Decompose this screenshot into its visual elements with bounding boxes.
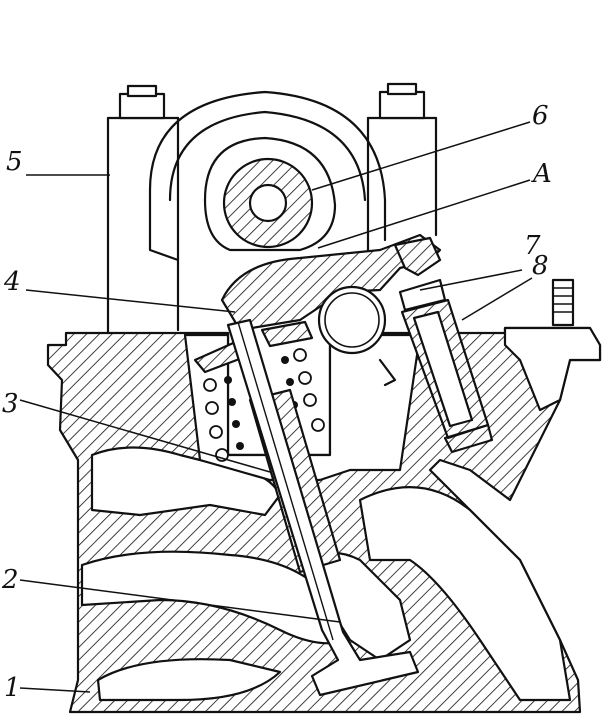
label-A: A (531, 159, 552, 189)
valve (226, 318, 420, 697)
label-5: 5 (6, 147, 23, 177)
leader-lines (19, 121, 533, 693)
label-7: 7 (524, 231, 541, 261)
label-4: 4 (3, 267, 21, 297)
label-3: 3 (2, 389, 19, 419)
oil-gallery-tube (317, 285, 397, 387)
label-6: 6 (532, 101, 549, 131)
stud (551, 278, 575, 327)
camshaft (203, 136, 337, 252)
camshaft-bearing-housing (106, 82, 438, 335)
label-1: 1 (4, 673, 21, 703)
label-8: 8 (532, 251, 549, 281)
callout-labels: 5 6 A 7 8 4 3 2 1 (1, 101, 552, 703)
label-2: 2 (1, 565, 19, 595)
